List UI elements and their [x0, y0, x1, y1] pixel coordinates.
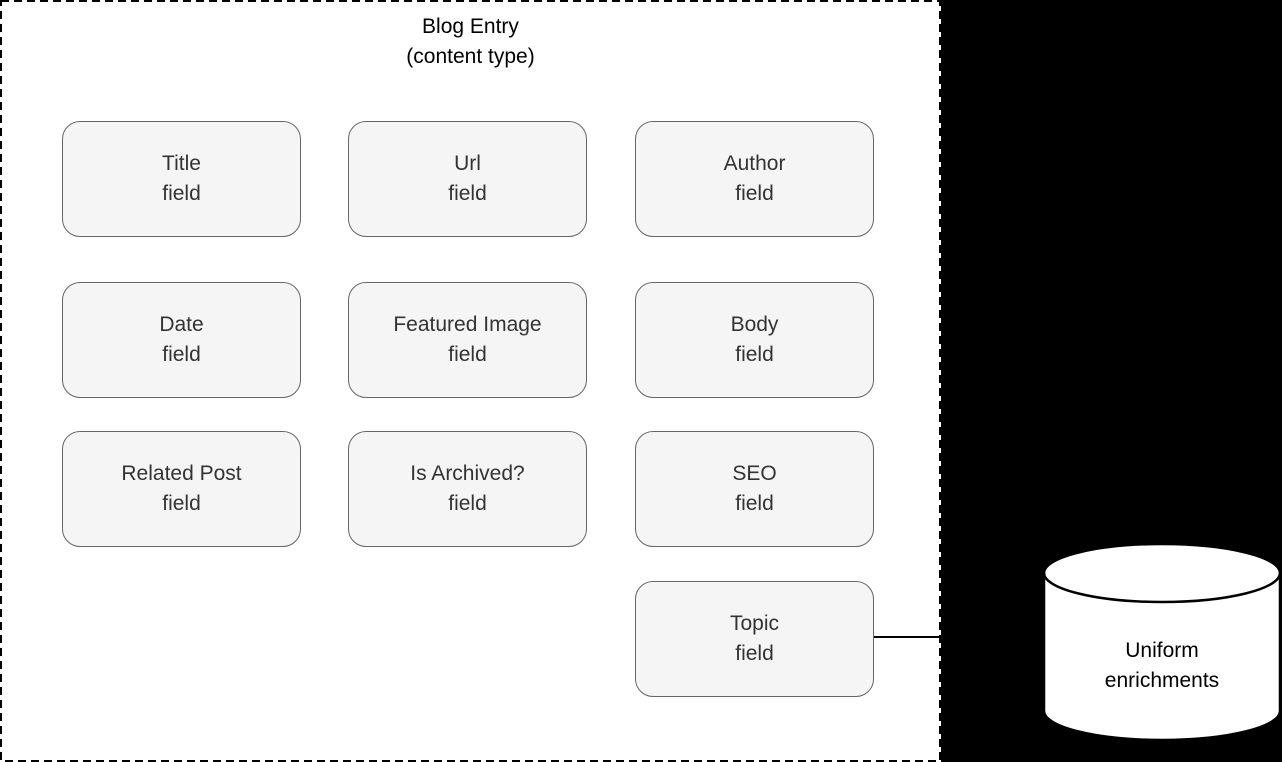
field-box-related-post: Related Post field [62, 431, 301, 547]
field-box-is-archived: Is Archived? field [348, 431, 587, 547]
database-label-line1: Uniform [1125, 639, 1199, 662]
database-cylinder-shape [1042, 542, 1282, 742]
field-kind-label: field [448, 343, 487, 366]
field-box-date: Date field [62, 282, 301, 398]
field-name-label: Featured Image [393, 313, 542, 336]
uniform-enrichments-database: Uniform enrichments [1042, 542, 1282, 742]
field-kind-label: field [162, 182, 201, 205]
field-box-topic: Topic field [635, 581, 874, 697]
field-name-label: Url [454, 152, 481, 175]
field-name-label: SEO [732, 462, 777, 485]
field-name-label: Related Post [121, 462, 242, 485]
field-name-label: Is Archived? [410, 462, 525, 485]
field-box-title: Title field [62, 121, 301, 237]
database-label: Uniform enrichments [1042, 636, 1282, 696]
field-kind-label: field [735, 343, 774, 366]
field-name-label: Author [723, 152, 786, 175]
diagram-title-line1: Blog Entry [422, 15, 519, 38]
field-name-label: Title [162, 152, 201, 175]
database-label-line2: enrichments [1104, 669, 1220, 692]
field-name-label: Body [730, 313, 779, 336]
field-box-url: Url field [348, 121, 587, 237]
field-box-featured-image: Featured Image field [348, 282, 587, 398]
field-kind-label: field [162, 343, 201, 366]
diagram-title: Blog Entry (content type) [0, 12, 941, 72]
content-type-panel: Blog Entry (content type) Title field Ur… [0, 0, 941, 762]
field-box-body: Body field [635, 282, 874, 398]
field-name-label: Topic [729, 612, 780, 635]
topic-to-enrichments-connector [874, 636, 941, 638]
diagram-title-line2: (content type) [406, 45, 535, 68]
field-kind-label: field [448, 492, 487, 515]
field-kind-label: field [735, 492, 774, 515]
field-kind-label: field [735, 642, 774, 665]
field-box-author: Author field [635, 121, 874, 237]
field-kind-label: field [448, 182, 487, 205]
field-box-seo: SEO field [635, 431, 874, 547]
field-kind-label: field [162, 492, 201, 515]
field-kind-label: field [735, 182, 774, 205]
field-name-label: Date [159, 313, 204, 336]
